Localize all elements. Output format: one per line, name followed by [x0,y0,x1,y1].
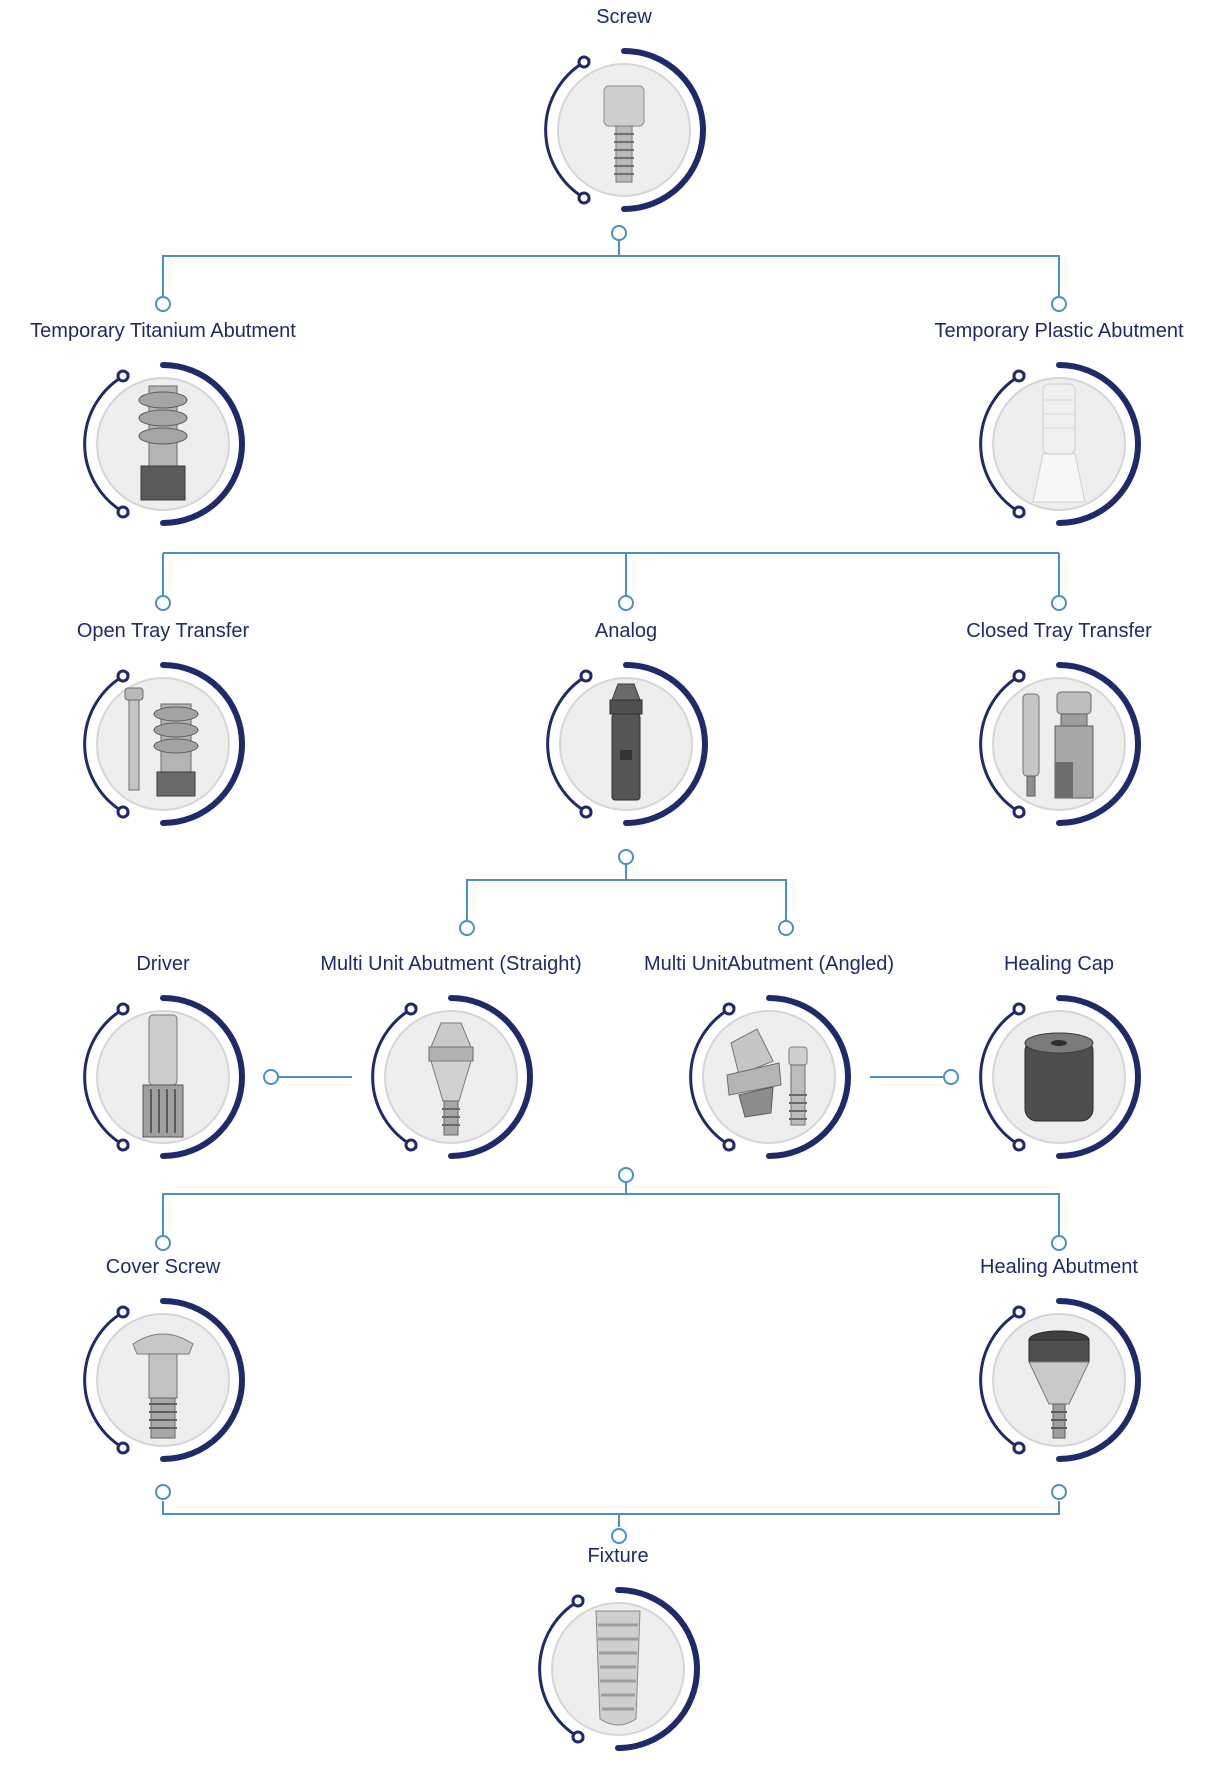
ring-end-dot [116,1305,130,1319]
ring-arc-right [621,48,706,212]
ring-end-dot [579,669,593,683]
ring-end-dot [577,55,591,69]
ring-arc-right [623,662,708,826]
ring-arc-left [544,57,591,203]
ring-arc-left [83,671,130,817]
ring-end-dot [579,805,593,819]
plastic-abutment-icon [979,362,1141,526]
ring-end-dot [404,1138,418,1152]
ring-end-dot [1012,369,1026,383]
node-label: Cover Screw [105,1256,221,1278]
ring-arc-left [979,1004,1026,1150]
node-label: Healing Abutment [980,1256,1138,1278]
driver-icon [83,995,245,1159]
ring-end-dot [722,1138,736,1152]
node-label: Fixture [587,1545,649,1567]
ring-arc-right [160,662,245,826]
screw-icon [544,48,706,212]
ring-arc-right [160,1298,245,1462]
node-label: Analog [594,620,658,642]
ring-arc-left [83,1004,130,1150]
ring-arc-left [371,1004,418,1150]
ring-arc-right [1056,1298,1141,1462]
ring-end-dot [116,1002,130,1016]
multi-unit-straight-icon [371,995,533,1159]
ring-end-dot [571,1730,585,1744]
ring-end-dot [1012,1305,1026,1319]
ring-arc-right [1056,662,1141,826]
fixture-icon [538,1587,700,1751]
ring-end-dot [577,191,591,205]
node-label: Screw [596,6,652,28]
ring-end-dot [116,505,130,519]
ring-end-dot [1012,1441,1026,1455]
node-label: Healing Cap [1003,953,1115,975]
node-label: Multi UnitAbutment (Angled) [643,953,895,975]
ring-end-dot [404,1002,418,1016]
ring-arc-left [83,371,130,517]
ring-arc-right [615,1587,700,1751]
ring-arc-left [979,1307,1026,1453]
cover-screw-icon [83,1298,245,1462]
ring-end-dot [722,1002,736,1016]
ring-end-dot [1012,1138,1026,1152]
ring-end-dot [571,1594,585,1608]
node-label: Driver [136,953,190,975]
ring-end-dot [1012,805,1026,819]
closed-tray-transfer-icon [979,662,1141,826]
ring-end-dot [116,805,130,819]
ring-arc-left [979,371,1026,517]
ring-arc-left [979,671,1026,817]
ring-arc-right [160,362,245,526]
node-label: Temporary Titanium Abutment [30,320,296,342]
ring-arc-right [766,995,851,1159]
ring-end-dot [116,1138,130,1152]
ring-end-dot [1012,669,1026,683]
ring-arc-left [546,671,593,817]
open-tray-transfer-icon [83,662,245,826]
ring-end-dot [116,669,130,683]
ring-end-dot [116,369,130,383]
node-label: Closed Tray Transfer [966,620,1152,642]
healing-abutment-icon [979,1298,1141,1462]
healing-cap-icon [979,995,1141,1159]
ring-arc-left [538,1596,585,1742]
ring-arc-right [1056,995,1141,1159]
node-label: Temporary Plastic Abutment [934,320,1184,342]
multi-unit-angled-icon [689,995,851,1159]
ring-end-dot [116,1441,130,1455]
ring-arc-right [1056,362,1141,526]
ring-arc-left [689,1004,736,1150]
ring-arc-right [448,995,533,1159]
analog-icon [546,662,708,826]
node-label: Open Tray Transfer [76,620,250,642]
node-label: Multi Unit Abutment (Straight) [320,953,582,975]
ring-end-dot [1012,1002,1026,1016]
ring-arc-right [160,995,245,1159]
ring-end-dot [1012,505,1026,519]
ring-arc-left [83,1307,130,1453]
titanium-abutment-icon [83,362,245,526]
